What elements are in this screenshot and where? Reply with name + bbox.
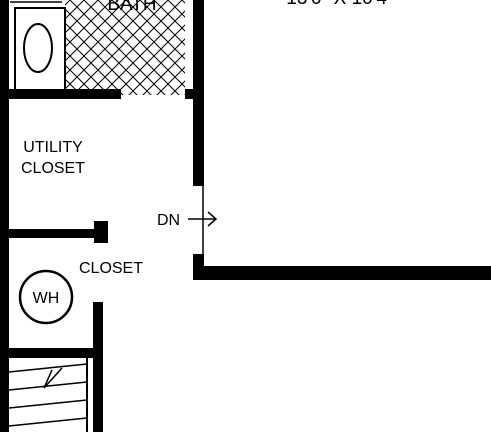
closet-right-wall: [93, 302, 103, 432]
stair-direction-arrow: [43, 367, 63, 389]
stairs: [8, 358, 88, 432]
closet-label: CLOSET: [79, 260, 143, 277]
room-bottom-wall: [193, 266, 491, 280]
utility-closet-label-line1: UTILITY: [23, 139, 83, 156]
stairs-direction-label: DN: [157, 212, 180, 229]
stair-direction-arrow: [43, 369, 53, 389]
bath-bottom-wall: [0, 89, 121, 99]
water-heater-label: WH: [33, 290, 60, 307]
bath-label: BATH: [107, 0, 156, 15]
stair-tread: [8, 363, 88, 373]
closet-bottom-wall: [0, 348, 103, 358]
utility-closet-label-line2: CLOSET: [21, 160, 85, 177]
room-dimensions-label: 13'0" X 10'4": [286, 0, 393, 9]
utility-bottom-wall: [0, 229, 108, 238]
stair-tread: [8, 381, 88, 391]
left-wall: [0, 0, 9, 432]
stair-tread: [8, 399, 88, 409]
bath-tile-floor: [65, 0, 185, 95]
stair-tread: [8, 417, 88, 427]
closet-jamb: [94, 221, 108, 243]
toilet-icon: [23, 23, 53, 73]
water-heater-icon: [18, 269, 74, 325]
down-arrow-icon: [188, 211, 218, 227]
bath-wall-stub: [185, 89, 204, 99]
